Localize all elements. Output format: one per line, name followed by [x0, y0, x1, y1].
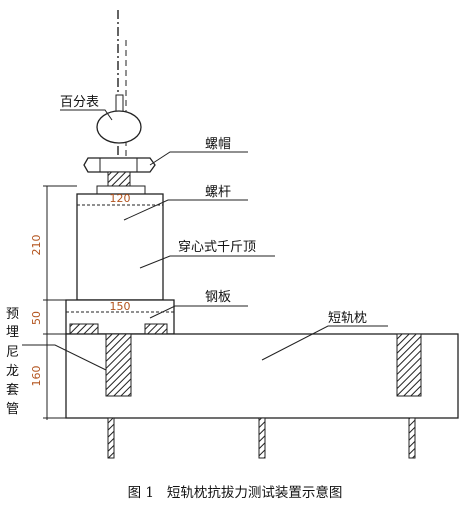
- nylon-sleeve-label-5: 套: [6, 382, 19, 398]
- support-leg: [258, 417, 266, 459]
- nylon-sleeve-label-2: 埋: [6, 325, 19, 340]
- screw-rod-leader: [123, 199, 248, 221]
- steel-plate-pad-left: [69, 323, 99, 335]
- figure-caption: 图 1 短轨枕抗拔力测试装置示意图: [128, 484, 343, 501]
- dial-gauge-label: 百分表: [60, 95, 99, 110]
- nylon-sleeve-right: [396, 333, 422, 397]
- sleeper-leader: [261, 325, 388, 361]
- dial-gauge-leader: [60, 109, 113, 121]
- steel-plate-label: 钢板: [205, 290, 231, 305]
- nylon-sleeve-leader: [22, 344, 107, 371]
- support-leg: [107, 417, 115, 459]
- steel-plate-leader: [149, 305, 248, 319]
- plate-height-dim: 50: [30, 311, 43, 325]
- sleeve-depth-dim: 160: [30, 366, 43, 387]
- jack-label: 穿心式千斤顶: [178, 239, 256, 255]
- nylon-sleeve-label-3: 尼: [6, 345, 19, 360]
- screw-rod-label: 螺杆: [205, 185, 231, 200]
- nut: [83, 157, 156, 173]
- steel-plate-pad-right: [144, 323, 168, 335]
- jack-height-dim: 210: [30, 235, 43, 256]
- support-leg: [408, 417, 416, 459]
- nylon-sleeve-left: [105, 333, 132, 397]
- screw-thread: [107, 171, 131, 187]
- nut-leader: [149, 151, 248, 166]
- nut-label: 螺帽: [205, 136, 231, 152]
- nylon-sleeve-label-6: 管: [6, 402, 19, 417]
- nylon-sleeve-label-1: 预: [6, 307, 19, 322]
- jack-body: [76, 193, 164, 301]
- sleeper-label: 短轨枕: [328, 311, 367, 326]
- nylon-sleeve-label-4: 龙: [6, 364, 19, 379]
- jack-width-dim: 120: [110, 192, 131, 205]
- steel-plate-width-dim: 150: [110, 300, 131, 313]
- dial-gauge: [96, 110, 142, 144]
- jack-leader: [139, 255, 275, 269]
